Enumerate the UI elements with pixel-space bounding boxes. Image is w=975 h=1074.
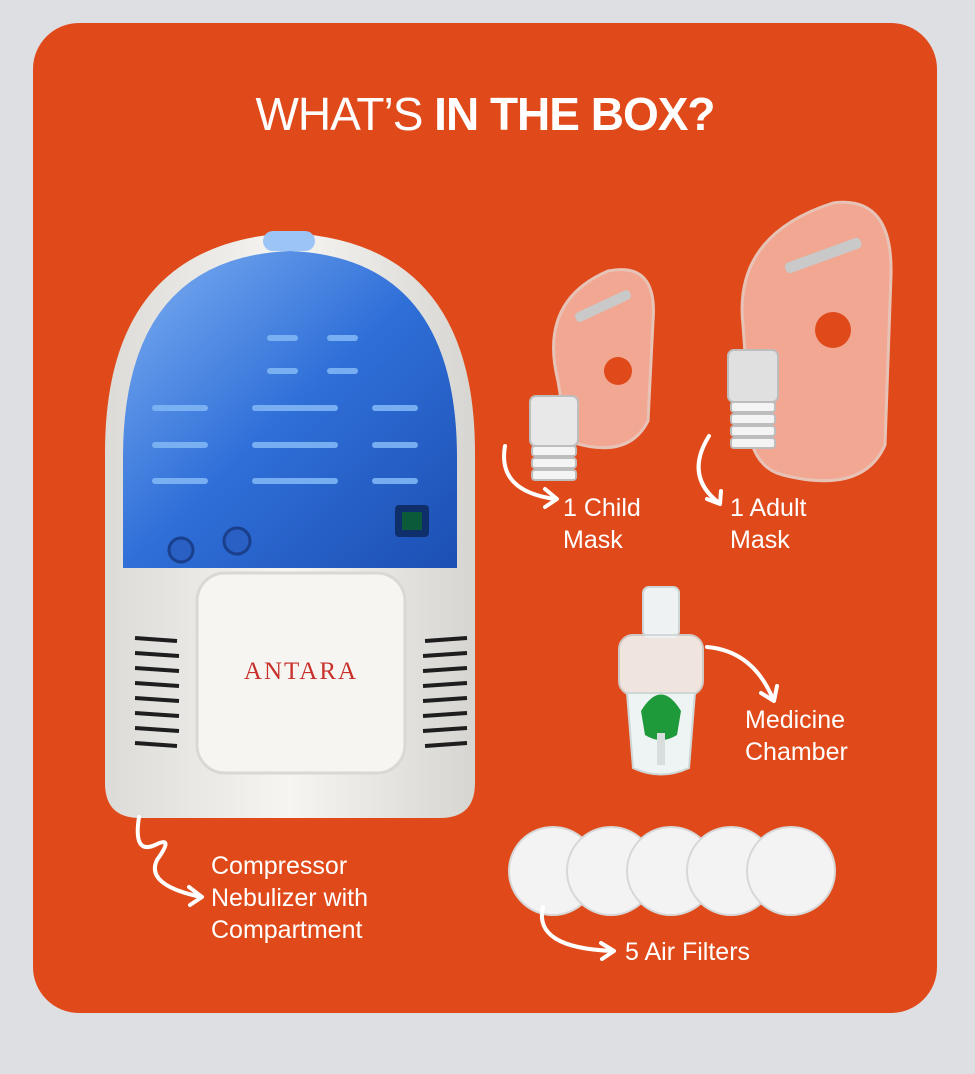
arrow-icon xyxy=(135,815,204,907)
air-filters-label: 5 Air Filters xyxy=(625,938,751,966)
title-light: WHAT’S xyxy=(255,88,423,140)
page-title: WHAT’S IN THE BOX? xyxy=(33,91,937,137)
adult-mask-label: 1 Adult Mask xyxy=(730,494,807,554)
arrow-icon xyxy=(696,434,723,506)
compressor-nebulizer-image: ANTARA xyxy=(105,231,475,818)
air-filters-image xyxy=(508,826,836,916)
compressor-nebulizer-label: Compressor Nebulizer with Compartment xyxy=(211,852,369,944)
arrow-icon xyxy=(705,645,779,703)
adult-mask-image xyxy=(727,200,893,483)
title-bold: IN THE BOX? xyxy=(434,88,715,140)
brand-logo: ANTARA xyxy=(244,658,358,685)
child-mask-label: 1 Child Mask xyxy=(563,494,641,554)
arrow-icon xyxy=(502,444,559,509)
whats-in-the-box-card: WHAT’S IN THE BOX? xyxy=(33,23,937,1013)
medicine-chamber-image xyxy=(618,586,704,776)
arrow-icon xyxy=(539,905,616,961)
child-mask-image xyxy=(529,268,655,481)
medicine-chamber-label: Medicine Chamber xyxy=(745,706,848,766)
